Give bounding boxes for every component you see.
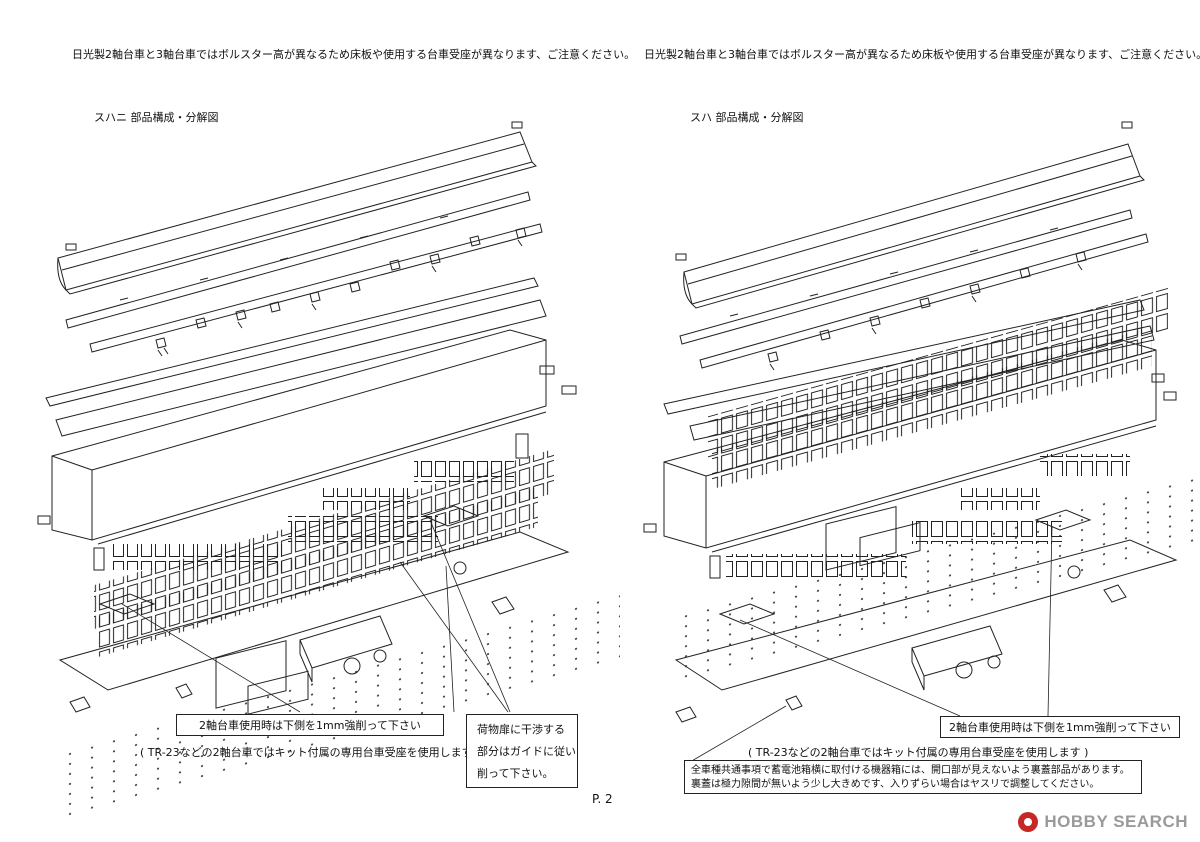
right-callout-common: 全車種共通事項で蓄電池箱横に取付ける機器箱には、開口部が見えないよう裏蓋部品があ…: [684, 760, 1142, 794]
right-leader-lines: [689, 525, 1053, 763]
watermark-text: HOBBY SEARCH: [1044, 812, 1188, 831]
right-car-body: [663, 287, 1168, 553]
right-diagram: [643, 121, 1200, 763]
caution-note-right: 日光製2軸台車と3軸台車ではボルスター高が異なるため床板や使用する台車受座が異な…: [644, 48, 1200, 61]
left-underfloor-parts: [69, 596, 515, 715]
left-roof-fittings: [119, 215, 527, 357]
left-callout-tr23: ( TR-23などの2軸台車ではキット付属の専用台車受座を使用します ): [140, 746, 481, 759]
left-callout-door-line-2: 部分はガイドに従い: [477, 745, 576, 758]
right-callout-tr23: ( TR-23などの2軸台車ではキット付属の専用台車受座を使用します ): [748, 746, 1089, 759]
right-callout-common-line-1: 全車種共通事項で蓄電池箱横に取付ける機器箱には、開口部が見えないよう裏蓋部品があ…: [691, 765, 1130, 776]
left-roof-rails: [65, 191, 543, 353]
left-callout-door: 荷物扉に干渉する 部分はガイドに従い 削って下さい。: [466, 714, 578, 788]
left-car-body: [51, 329, 554, 657]
left-floor-plate: [58, 505, 620, 823]
left-roof: [57, 121, 537, 295]
left-loose-windows: [37, 365, 577, 571]
caution-note-left: 日光製2軸台車と3軸台車ではボルスター高が異なるため床板や使用する台車受座が異な…: [72, 48, 636, 61]
right-callout-common-line-2: 裏蓋は極力隙間が無いよう少し大きめです、入りずらい場合はヤスリで調整してください…: [691, 779, 1100, 790]
left-callout-trim: 2軸台車使用時は下側を1mm強削って下さい: [176, 714, 444, 736]
left-leader-lines: [121, 519, 511, 713]
left-callout-door-line-1: 荷物扉に干渉する: [477, 723, 565, 736]
left-callout-door-line-3: 削って下さい。: [477, 767, 554, 780]
right-floor-plate: [674, 464, 1200, 691]
right-roof: [675, 121, 1145, 309]
watermark: HOBBY SEARCH: [1018, 812, 1188, 832]
left-floor-strip: [45, 277, 539, 407]
right-callout-trim: 2軸台車使用時は下側を1mm強削って下さい: [940, 716, 1180, 738]
page-number: P. 2: [592, 792, 613, 806]
hobby-search-logo-icon: [1018, 812, 1039, 832]
right-roof-rails: [679, 209, 1149, 369]
left-panel-title: スハニ 部品構成・分解図: [94, 111, 219, 124]
right-panel-title: スハ 部品構成・分解図: [690, 111, 804, 124]
left-diagram: [37, 121, 620, 823]
left-interior-shelf: [55, 299, 547, 437]
right-underfloor-parts: [675, 505, 1127, 723]
right-roof-fittings: [729, 227, 1087, 371]
